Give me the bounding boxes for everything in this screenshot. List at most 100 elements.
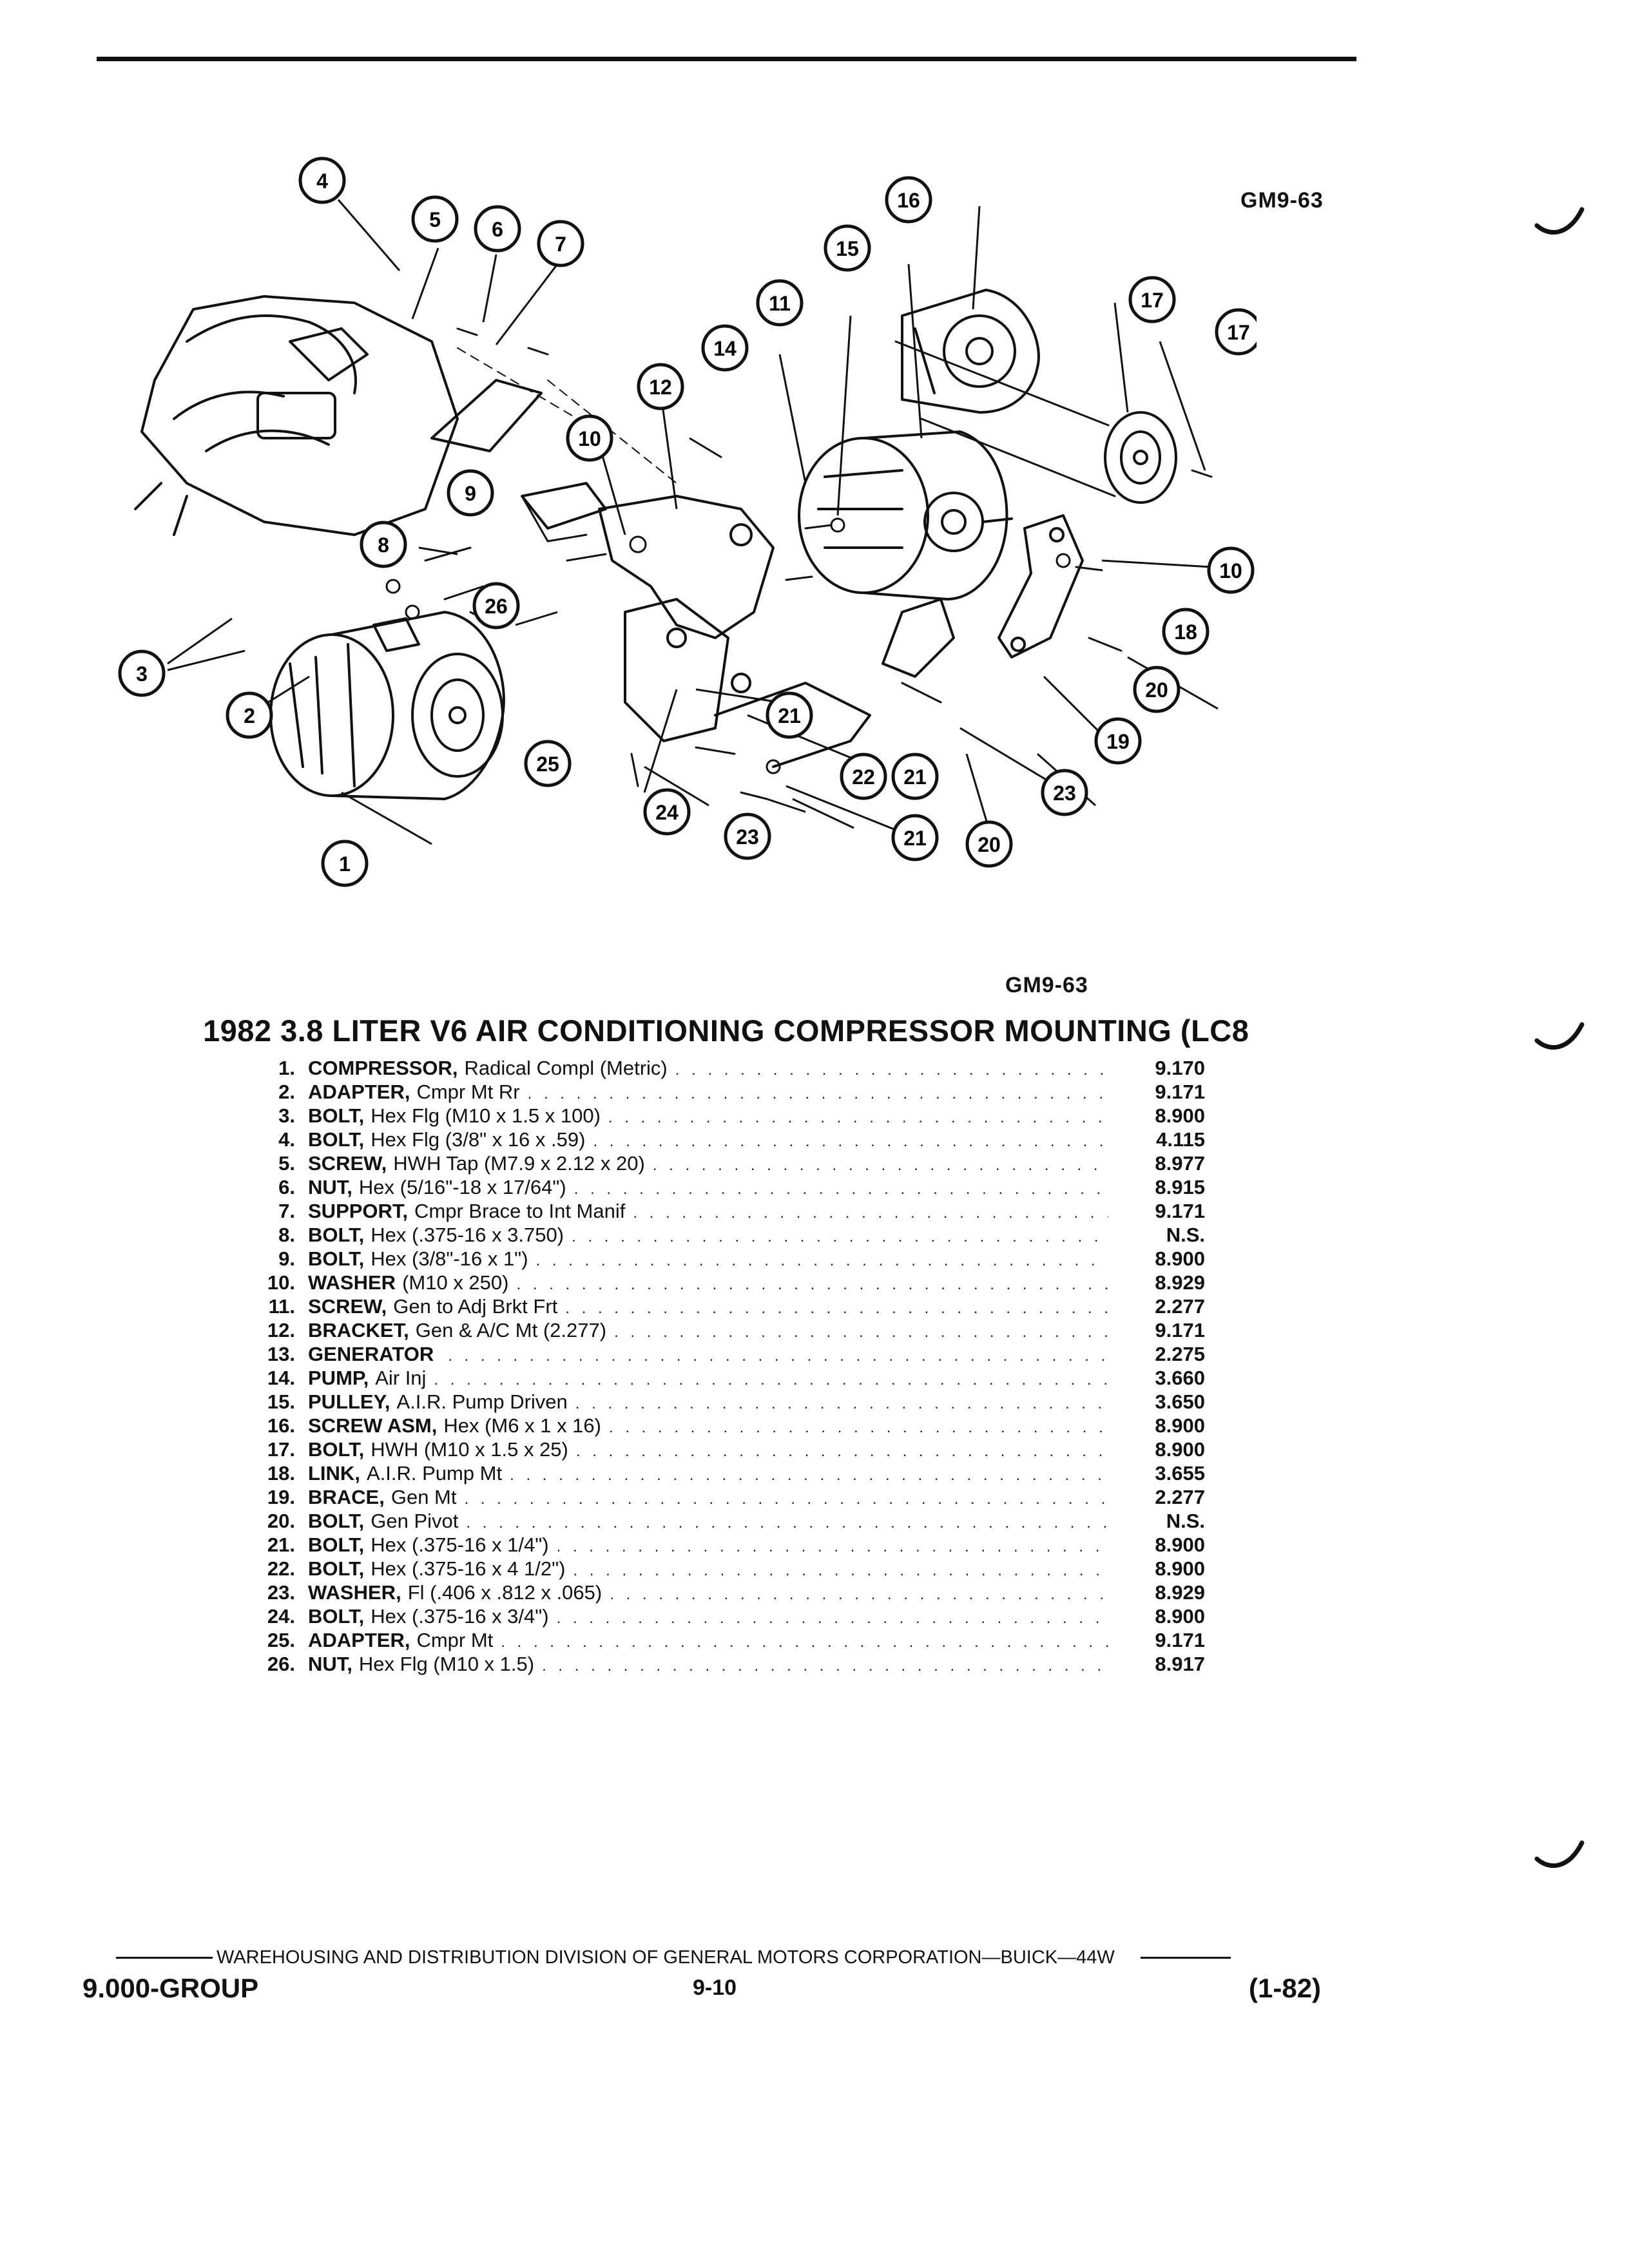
svg-text:1: 1: [339, 852, 351, 876]
part-description: (M10 x 250): [402, 1271, 509, 1294]
binder-mark-icon: [1534, 207, 1585, 235]
parts-row: 12.BRACKET,Gen & A/C Mt (2.277)9.171: [226, 1319, 1205, 1343]
part-description: Gen Pivot: [371, 1510, 459, 1532]
parts-row: 10. WASHER (M10 x 250) 8.929: [226, 1271, 1205, 1295]
svg-text:16: 16: [897, 189, 920, 212]
footer-rule-right: [1140, 1957, 1231, 1959]
part-number: 4.: [278, 1128, 295, 1151]
leader-dots: [568, 1443, 1108, 1461]
part-description: Gen & A/C Mt (2.277): [415, 1319, 607, 1341]
parts-row: 9.BOLT,Hex (3/8"-16 x 1")8.900: [226, 1247, 1205, 1271]
svg-text:8: 8: [378, 533, 389, 557]
part-number: 9.: [278, 1247, 295, 1270]
part-number: 15.: [267, 1390, 295, 1413]
part-name: PULLEY,: [308, 1390, 390, 1413]
part-description: Hex Flg (3/8" x 16 x .59): [371, 1128, 586, 1151]
callout-10b: 10: [1207, 546, 1255, 594]
leader-dots: [557, 1300, 1108, 1318]
part-name: WASHER: [308, 1271, 396, 1294]
leader-dots: [645, 1157, 1108, 1175]
group-number: 2.277: [1155, 1295, 1205, 1318]
svg-text:21: 21: [903, 827, 927, 850]
callout-14: 16: [885, 176, 932, 224]
group-number: 4.115: [1156, 1128, 1205, 1151]
mounting-brackets: [430, 379, 871, 768]
part-name: BOLT,: [308, 1128, 365, 1151]
callout-9: 9: [447, 469, 494, 517]
callout-1: 1: [321, 840, 369, 887]
group-number: 8.977: [1155, 1152, 1205, 1175]
air-pump: [901, 289, 1040, 414]
callout-25: 25: [524, 740, 572, 787]
part-description: Hex Flg (M10 x 1.5 x 100): [371, 1104, 601, 1127]
part-description: Gen Mt: [390, 1486, 457, 1508]
leader-dots: [534, 1657, 1108, 1675]
part-name: BOLT,: [308, 1533, 365, 1556]
part-number: 8.: [278, 1224, 295, 1246]
callout-10a: 10: [566, 414, 613, 462]
leader-dots: [601, 1109, 1108, 1127]
leader-dots: [549, 1538, 1108, 1556]
callout-19: 23: [1041, 769, 1088, 816]
leader-dots: [568, 1395, 1108, 1413]
part-description: Air Inj: [375, 1367, 427, 1389]
group-number: 3.660: [1155, 1367, 1205, 1389]
pulley: [1104, 411, 1177, 504]
svg-text:26: 26: [485, 595, 508, 618]
part-description: Hex (.375-16 x 3.750): [371, 1224, 564, 1246]
callout-2: 2: [226, 691, 273, 739]
part-number: 2.: [278, 1081, 295, 1103]
leader-dots: [440, 1347, 1108, 1365]
group-number: N.S.: [1166, 1224, 1205, 1246]
parts-row: 17.BOLT,HWH (M10 x 1.5 x 25)8.900: [226, 1438, 1205, 1462]
part-description: Fl (.406 x .812 x .065): [407, 1581, 602, 1604]
svg-text:17: 17: [1227, 321, 1250, 344]
parts-row: 26.NUT,Hex Flg (M10 x 1.5)8.917: [226, 1653, 1205, 1677]
callout-11a: 11: [756, 279, 804, 327]
svg-text:22: 22: [852, 765, 875, 789]
svg-text:7: 7: [555, 233, 566, 256]
parts-row: 1.COMPRESSOR,Radical Compl (Metric)9.170: [226, 1057, 1205, 1081]
callout-3: 3: [118, 649, 166, 697]
callout-11b: 12: [637, 363, 684, 410]
part-description: HWH (M10 x 1.5 x 25): [371, 1438, 568, 1461]
part-description: Cmpr Mt: [416, 1629, 494, 1651]
figure-code-top: GM9-63: [1240, 188, 1324, 213]
parts-row: 23.WASHER,Fl (.406 x .812 x .065)8.929: [226, 1581, 1205, 1605]
part-description: Cmpr Brace to Int Manif: [414, 1200, 626, 1222]
part-number: 16.: [267, 1414, 295, 1437]
part-number: 23.: [267, 1581, 295, 1604]
leader-dots: [668, 1061, 1108, 1079]
part-number: 18.: [267, 1462, 295, 1485]
exploded-assembly-diagram: 4 5 6 7 16 15 11 14 12 10 9 8 17 17 10 1…: [118, 157, 1257, 887]
part-number: 11.: [268, 1295, 295, 1318]
callout-22: 22: [840, 753, 887, 800]
part-description: Hex (.375-16 x 1/4"): [371, 1533, 549, 1556]
group-number: 3.655: [1155, 1462, 1205, 1485]
parts-row: 5.SCREW,HWH Tap (M7.9 x 2.12 x 20)8.977: [226, 1152, 1205, 1176]
parts-row: 6.NUT,Hex (5/16"-18 x 17/64")8.915: [226, 1176, 1205, 1200]
callout-21c: 21: [891, 814, 939, 861]
svg-text:12: 12: [649, 376, 672, 399]
group-number: 8.929: [1155, 1271, 1205, 1294]
part-number: 10.: [267, 1271, 295, 1294]
part-description: Cmpr Mt Rr: [416, 1081, 520, 1103]
leader-dots: [565, 1562, 1108, 1580]
svg-text:17: 17: [1141, 289, 1164, 312]
group-number: 8.917: [1155, 1653, 1205, 1675]
callout-5: 5: [411, 195, 459, 243]
group-number: 8.900: [1155, 1414, 1205, 1437]
compressor: [269, 611, 505, 800]
part-description: Hex (.375-16 x 4 1/2"): [371, 1557, 566, 1580]
leader-dots: [564, 1228, 1108, 1246]
group-number: 8.900: [1155, 1104, 1205, 1127]
callout-16: 17: [1215, 308, 1257, 356]
svg-text:6: 6: [492, 218, 503, 241]
group-number: 9.171: [1155, 1200, 1205, 1222]
parts-row: 13.GENERATOR2.275: [226, 1343, 1205, 1367]
hardware: [385, 327, 1213, 800]
parts-row: 19.BRACE,Gen Mt2.277: [226, 1486, 1205, 1510]
footer-division-line: WAREHOUSING AND DISTRIBUTION DIVISION OF…: [116, 1947, 1327, 1968]
group-number: 8.900: [1155, 1247, 1205, 1270]
leader-dots: [457, 1490, 1109, 1508]
